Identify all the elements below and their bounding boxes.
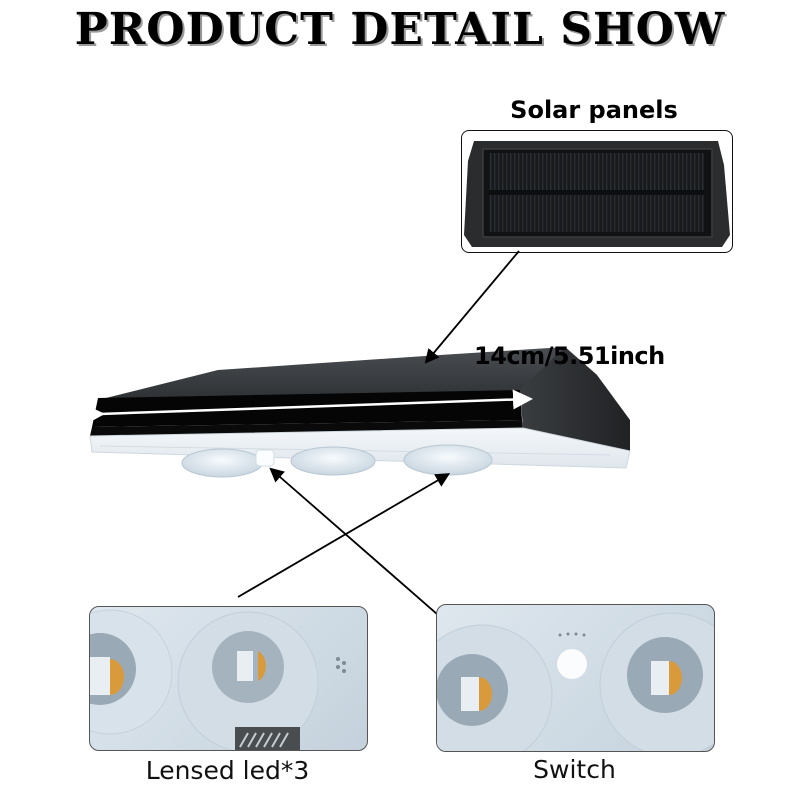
switch-caption: Switch <box>533 755 616 784</box>
dimension-label: 14cm/5.51inch <box>474 342 665 370</box>
switch-nub <box>255 449 275 467</box>
solar-connector-arrow <box>424 250 520 364</box>
lens-3 <box>403 444 493 476</box>
solar-panel-detail-image <box>461 130 733 253</box>
lensed-led-illustration <box>90 609 346 750</box>
switch-illustration <box>437 612 714 751</box>
switch-detail-image <box>436 604 715 752</box>
lensed-led-detail-image <box>89 606 368 751</box>
lensed-led-caption: Lensed led*3 <box>145 756 310 785</box>
solar-panels-label: Solar panels <box>510 96 678 124</box>
switch-button <box>555 647 589 681</box>
lens-1 <box>181 448 263 478</box>
lens-2 <box>290 446 376 476</box>
dimension-arrow <box>84 389 533 425</box>
page-title: PRODUCT DETAIL SHOW <box>74 4 726 55</box>
solar-panel-illustration <box>464 141 730 247</box>
led-connector-arrow <box>237 473 451 598</box>
